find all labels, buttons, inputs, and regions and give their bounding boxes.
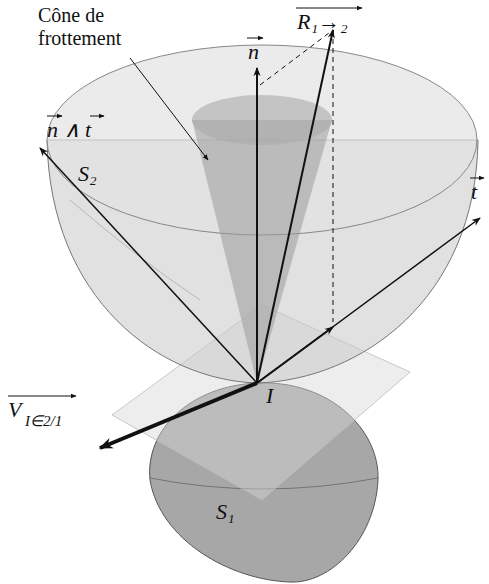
vector-subscript: I∈2/1	[25, 413, 62, 430]
vector-name: R₁→₂	[297, 10, 348, 34]
solid-name: S₁	[216, 500, 235, 524]
vector-name: n	[248, 40, 259, 64]
vector-name: V	[8, 398, 21, 422]
vector-name: n ∧ t	[47, 118, 91, 142]
solid-name: S₂	[78, 162, 97, 186]
point-name: I	[266, 384, 273, 408]
callout-text: Cône de frottement	[38, 4, 148, 50]
vector-name: t	[471, 180, 477, 204]
